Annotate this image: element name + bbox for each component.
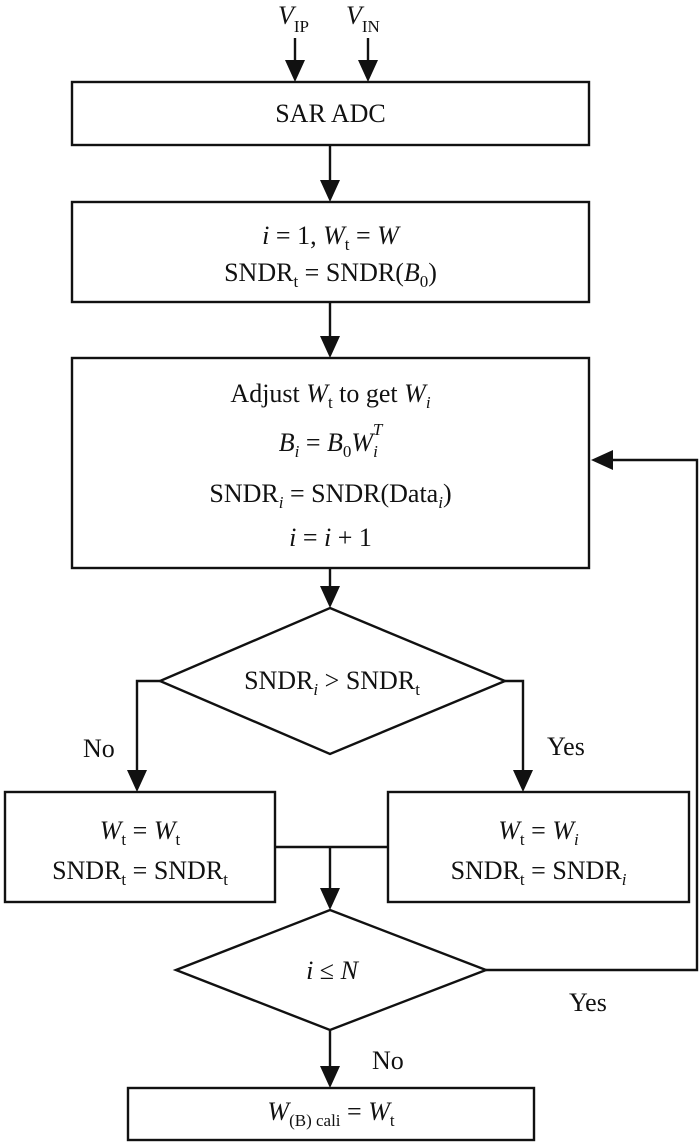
decision-sndr-compare-label: SNDRi > SNDRt	[244, 666, 420, 699]
no-branch-line-2: SNDRt = SNDRt	[52, 856, 228, 889]
connector-no-branch	[135, 679, 160, 772]
input-label-vip: VIP	[278, 1, 309, 36]
yes-branch-label: Yes	[547, 732, 585, 761]
connector-loop-back	[486, 458, 699, 972]
input-label-vin: VIN	[346, 1, 380, 36]
arrowhead-no-branch	[127, 770, 147, 792]
arrowhead-init-to-adjust	[320, 336, 340, 358]
yes-branch-line-2: SNDRt = SNDRi	[451, 856, 627, 889]
adjust-line-3: SNDRi = SNDR(Datai)	[209, 479, 451, 512]
yes-branch-box	[386, 790, 691, 904]
adjust-line-1: Adjust Wt to get Wi	[230, 379, 430, 412]
arrowhead-yes-branch	[513, 770, 533, 792]
no-branch-box	[3, 790, 277, 904]
arrowhead-adc-to-init	[320, 180, 340, 202]
decision-loop-check-label: i ≤ N	[306, 956, 360, 985]
sar-adc-box	[70, 80, 591, 147]
connector-yes-branch	[505, 679, 525, 772]
no-branch-label: No	[83, 734, 115, 763]
final-result-label: W(B) cali = Wt	[267, 1097, 394, 1130]
arrowhead-to-final	[320, 1066, 340, 1088]
decision-sndr-compare	[156, 606, 509, 756]
adjust-line-2: Bi = B0WiT	[279, 420, 384, 461]
init-box	[70, 200, 591, 304]
loop-yes-label: Yes	[569, 988, 607, 1017]
adjust-line-4: i = i + 1	[289, 523, 372, 552]
final-result-box	[126, 1086, 536, 1142]
init-line-1: i = 1, Wt = W	[262, 221, 401, 254]
exit-no-label: No	[372, 1046, 404, 1075]
sar-adc-label: SAR ADC	[275, 99, 386, 128]
arrowhead-loop-back	[591, 450, 613, 470]
arrowhead-merge-to-decision2	[320, 888, 340, 910]
arrowhead-adjust-to-decision1	[320, 586, 340, 608]
yes-branch-line-1: Wt = Wi	[498, 816, 579, 849]
arrowhead-vin	[358, 60, 378, 82]
init-line-2: SNDRt = SNDR(B0)	[224, 258, 437, 291]
no-branch-line-1: Wt = Wt	[100, 816, 181, 849]
arrowhead-vip	[285, 60, 305, 82]
